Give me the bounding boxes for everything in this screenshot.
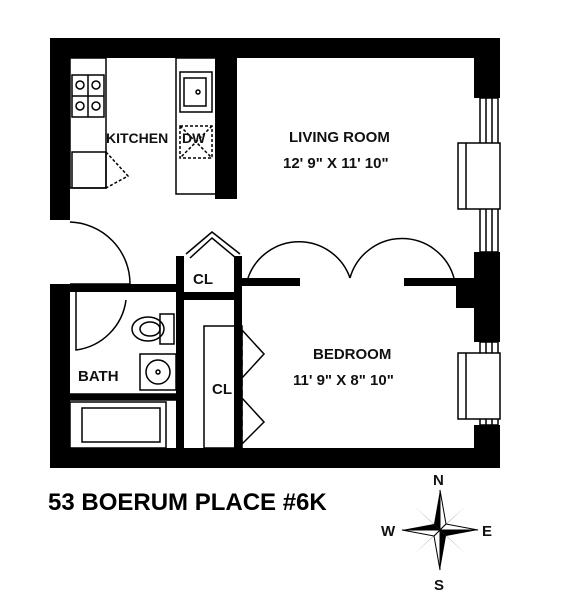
bedroom-label: BEDROOM — [313, 346, 391, 363]
outer-walls — [50, 38, 500, 468]
closet-label-top: CL — [193, 271, 213, 288]
compass-south: S — [434, 577, 444, 594]
windows — [457, 97, 501, 426]
bedroom-doors — [247, 237, 455, 282]
upper-closet-doors — [185, 231, 241, 259]
dishwasher-label: DW — [182, 130, 206, 146]
plan-title: 53 BOERUM PLACE #6K — [48, 489, 327, 516]
bath-label: BATH — [78, 368, 119, 385]
living-room-size: 12' 9" X 11' 10" — [283, 155, 389, 172]
living-room-label: LIVING ROOM — [289, 129, 390, 146]
bedroom-closet — [203, 325, 266, 449]
interior-walls — [69, 256, 460, 466]
compass-north: N — [433, 472, 444, 489]
compass-west: W — [381, 523, 396, 540]
entry-door — [69, 221, 131, 285]
kitchen-area — [69, 57, 237, 199]
closet-label-bedroom: CL — [212, 381, 232, 398]
bath-fixtures — [69, 292, 177, 449]
kitchen-label: KITCHEN — [106, 130, 168, 146]
compass-east: E — [482, 523, 492, 540]
compass-rose-icon — [401, 489, 479, 571]
bedroom-size: 11' 9" X 8" 10" — [293, 372, 394, 389]
